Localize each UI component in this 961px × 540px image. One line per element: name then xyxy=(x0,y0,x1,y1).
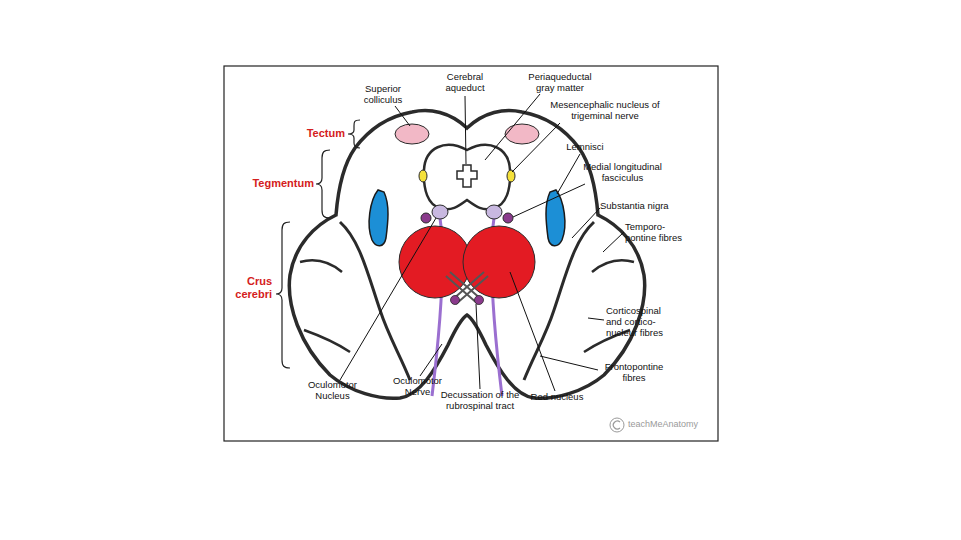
oculomotor-nucleus xyxy=(486,205,502,219)
periaqueductal-gray xyxy=(424,145,510,209)
part-label: Superior colliculus xyxy=(352,84,414,106)
region-label: Crus cerebri xyxy=(230,275,272,300)
part-label: Periaqueductal gray matter xyxy=(520,72,600,94)
tract-dot xyxy=(451,296,460,305)
superior-colliculus xyxy=(395,124,429,144)
leader-lines xyxy=(340,94,624,391)
cerebral-aqueduct xyxy=(457,165,477,187)
part-label: Substantia nigra xyxy=(600,201,690,212)
lemniscus xyxy=(546,190,565,246)
watermark: teachMeAnatomy xyxy=(628,419,713,429)
fibre-line xyxy=(592,260,634,272)
leader-line xyxy=(513,184,585,217)
frame xyxy=(224,66,718,441)
copyright-symbol xyxy=(610,418,624,432)
fibre-line xyxy=(304,330,350,352)
fibre-line xyxy=(300,260,342,272)
medial-longitudinal-fasciculus xyxy=(421,213,431,223)
part-label: Lemnisci xyxy=(560,142,610,153)
tract-dot xyxy=(475,296,484,305)
part-label: Medial longitudinal fasciculus xyxy=(575,162,670,184)
superior-colliculus xyxy=(505,124,539,144)
part-label: Oculomotor Nucleus xyxy=(300,380,365,402)
part-label: Mesencephalic nucleus of trigeminal nerv… xyxy=(540,100,670,122)
leader-line xyxy=(510,272,555,391)
leader-line xyxy=(395,106,410,126)
part-label: Oculomotor Nerve xyxy=(385,376,450,398)
copyright-symbol xyxy=(613,421,620,429)
oculomotor-nucleus xyxy=(432,205,448,219)
crus-boundary xyxy=(524,222,594,380)
midbrain-outline xyxy=(289,111,644,399)
part-label: Cerebral aqueduct xyxy=(437,72,493,94)
leader-line xyxy=(572,208,600,238)
region-bracket xyxy=(348,120,360,148)
leader-line xyxy=(485,94,540,160)
leader-line xyxy=(512,123,560,172)
mesencephalic-nucleus xyxy=(419,170,427,182)
region-bracket xyxy=(316,150,330,218)
crus-boundary xyxy=(340,222,410,380)
part-label: Decussation of the rubrospinal tract xyxy=(440,390,520,412)
part-label: Frontopontine fibres xyxy=(598,362,670,384)
leader-line xyxy=(340,218,436,380)
region-label: Tegmentum xyxy=(236,177,314,190)
leader-line xyxy=(588,318,604,320)
leader-line xyxy=(465,96,466,164)
part-label: Temporo-pontine fibres xyxy=(625,222,695,244)
medial-longitudinal-fasciculus xyxy=(503,213,513,223)
region-label: Tectum xyxy=(290,127,345,140)
region-bracket xyxy=(276,222,290,368)
leader-line xyxy=(476,304,480,389)
mesencephalic-nucleus xyxy=(507,170,515,182)
part-label: Corticospinal and cortico-nucleur fibres xyxy=(606,306,678,339)
leader-line xyxy=(603,232,624,252)
leader-line xyxy=(420,344,442,376)
lemniscus xyxy=(369,190,388,246)
leader-line xyxy=(540,356,598,370)
part-label: Red nucleus xyxy=(527,392,587,403)
rubrospinal-decussation xyxy=(446,272,488,304)
